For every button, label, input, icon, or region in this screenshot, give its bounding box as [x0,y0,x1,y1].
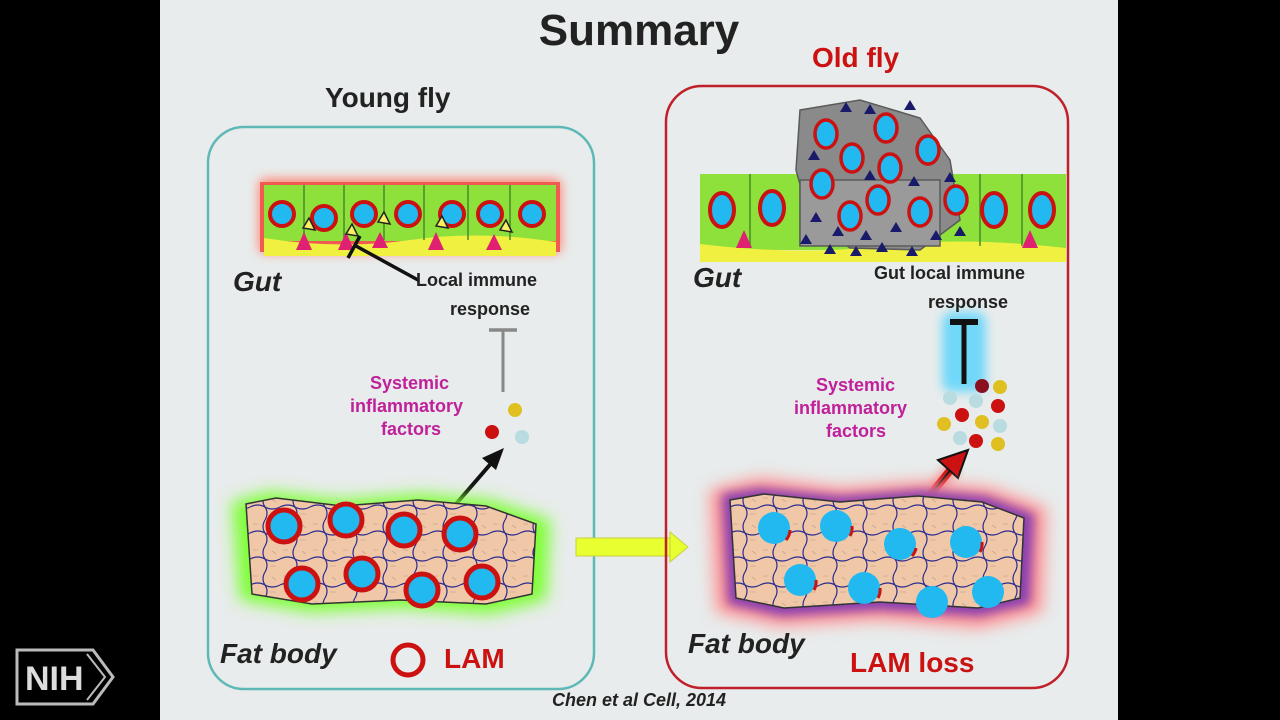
old-systemic-line3: factors [826,421,887,441]
young-systemic-line1: Systemic [370,373,450,393]
slide-title: Summary [538,6,740,55]
lam-legend-label: LAM [444,643,505,674]
young-fat-body-label: Fat body [220,638,337,669]
young-fly-label: Young fly [325,82,451,113]
young-inflammatory-factors [485,403,529,444]
nih-logo: NIH [15,648,115,706]
old-fly-label: Old fly [812,42,900,73]
old-panel [664,84,1070,690]
old-systemic-line2: inflammatory [794,398,908,418]
old-gut-label: Gut [693,262,742,293]
diagram-canvas [206,84,1070,691]
young-gut-epithelium [258,178,562,282]
lam-loss-label: LAM loss [850,647,975,678]
old-systemic-line1: Systemic [816,375,896,395]
old-fat-body-label: Fat body [688,628,805,659]
young-panel [206,125,596,691]
transition-arrow [575,530,689,564]
old-inflammatory-factors [937,379,1007,451]
young-immune-label-line2: response [450,299,531,319]
lam-legend-ring [390,642,426,678]
young-immune-label-line1: Local immune [416,270,538,290]
young-systemic-line2: inflammatory [350,396,464,416]
citation: Chen et al Cell, 2014 [551,690,727,710]
young-systemic-line3: factors [381,419,442,439]
slide: Summary Young fly Gut Local immune respo… [160,0,1118,720]
young-gut-label: Gut [233,266,282,297]
nih-logo-text: NIH [25,660,84,698]
old-immune-label-line1: Gut local immune [874,263,1026,283]
old-fat-body [710,478,1046,628]
old-gut-epithelium [700,99,1066,262]
young-fat-body [232,492,550,614]
old-immune-label-line2: response [928,292,1009,312]
